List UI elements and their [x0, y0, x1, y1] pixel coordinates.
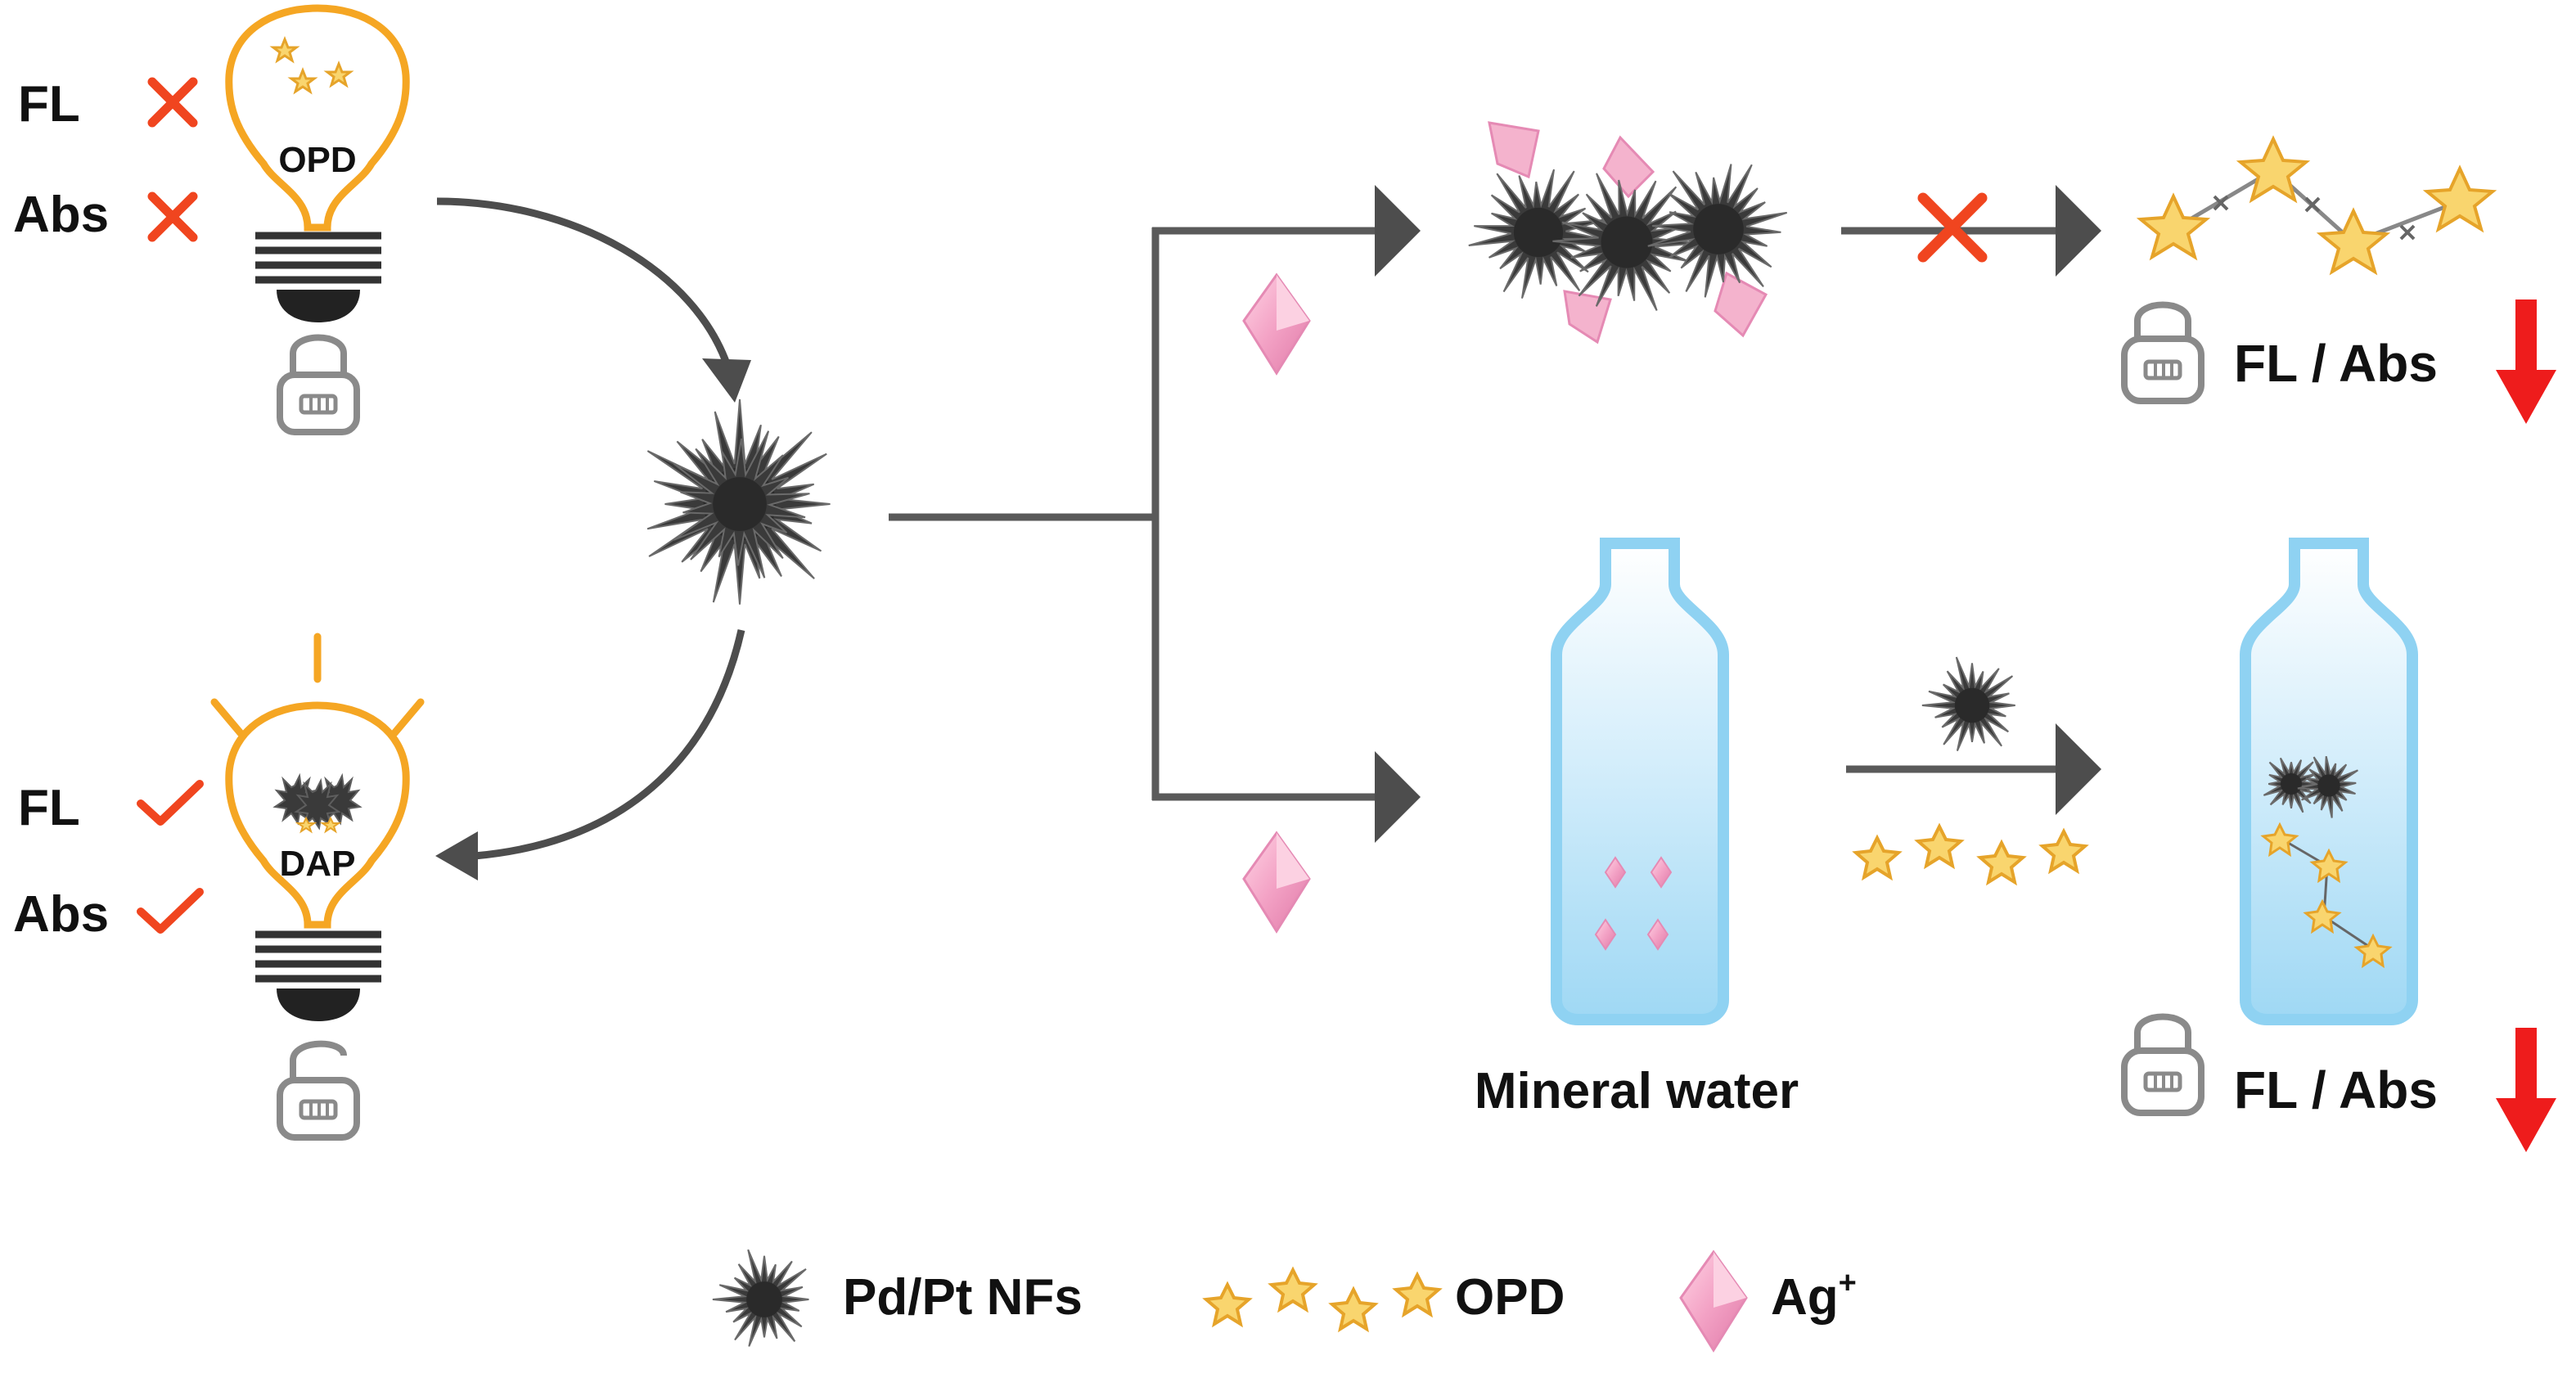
opd-bulb-icon: OPD: [225, 4, 410, 322]
top-fl-cross-icon: [147, 77, 198, 128]
bottom-branch-arrowhead: [1375, 751, 1421, 843]
branch-arrows: [889, 227, 1381, 801]
blocked-arrow: [1841, 185, 2101, 277]
reaction-arrow: [1846, 723, 2101, 815]
bulb-opd-stars: [269, 35, 354, 95]
bottom-fl-check-icon: [137, 780, 204, 826]
legend-crystal-icon: [1679, 1250, 1748, 1353]
legend: Pd/Pt NFs OPD Ag+: [712, 1249, 1857, 1353]
bulb-rays: [210, 633, 425, 737]
dap-bulb-icon: DAP: [225, 701, 410, 1021]
top-result-label: FL / Abs: [2234, 334, 2438, 393]
legend-label-ag: Ag+: [1771, 1266, 1857, 1326]
mineral-water-bottle-icon: [1551, 538, 1729, 1025]
top-state-labels: FL Abs: [13, 76, 198, 243]
bottle-label: Mineral water: [1475, 1063, 1799, 1119]
bottom-abs-label: Abs: [13, 886, 109, 943]
ag-ion-crystal-bottom-icon: [1242, 831, 1311, 934]
top-lock-icon: [277, 334, 360, 435]
legend-nanoflower-icon: [712, 1249, 809, 1347]
center-nanoflower-icon: [646, 399, 831, 605]
legend-star-icons: [1202, 1266, 1443, 1333]
top-bulb-label: OPD: [278, 140, 356, 180]
added-opd-stars-icon: [1852, 822, 2089, 886]
bottom-result-lock-icon: [2121, 1013, 2204, 1116]
top-branch-arrowhead: [1375, 185, 1421, 277]
bottom-fl-label: FL: [18, 780, 80, 836]
ag-ion-crystal-top-icon: [1242, 272, 1311, 376]
result-bottle-icon: [2240, 538, 2418, 1025]
top-abs-label: Abs: [13, 187, 109, 243]
added-nanoflower-icon: [1921, 656, 2015, 752]
oxidation-curved-arrow: [436, 197, 732, 370]
aggregated-nanoflowers-with-ag-icon: [1468, 121, 1788, 344]
bottom-state-labels: FL Abs: [13, 780, 204, 943]
bottom-decrease-arrow-icon: [2496, 1028, 2556, 1152]
curved-arrows: [435, 197, 751, 880]
legend-label-opd: OPD: [1455, 1269, 1565, 1326]
top-decrease-arrow-icon: [2496, 299, 2556, 424]
bottom-bulb-label: DAP: [280, 844, 356, 884]
top-star-chain-icon: [2136, 135, 2497, 276]
bulb-nanoflower-cluster-icon: [272, 772, 363, 834]
bottom-abs-check-icon: [137, 888, 204, 934]
legend-label-nanoflower: Pd/Pt NFs: [843, 1269, 1083, 1326]
bottom-result-label: FL / Abs: [2234, 1061, 2438, 1119]
top-abs-cross-icon: [147, 191, 198, 242]
return-curved-arrow: [474, 629, 745, 860]
top-result-lock-icon: [2121, 301, 2204, 404]
bottom-unlock-icon: [277, 1040, 360, 1141]
top-fl-label: FL: [18, 76, 80, 133]
block-cross-icon: [1917, 192, 1988, 263]
